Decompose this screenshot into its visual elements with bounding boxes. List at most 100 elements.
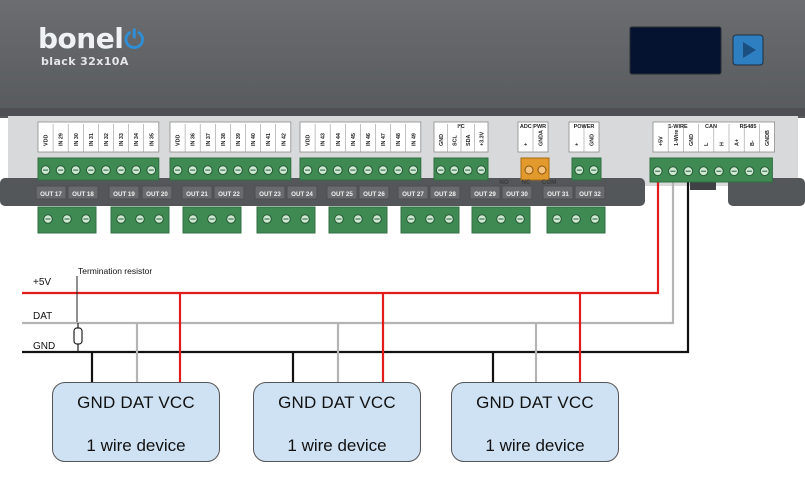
pin-label: VDD bbox=[306, 135, 312, 146]
pin-label: VDD bbox=[44, 135, 50, 146]
device-pins: GND DAT VCC bbox=[77, 393, 195, 412]
wire-dat bbox=[22, 175, 675, 325]
pin-label: IN 42 bbox=[281, 133, 287, 146]
pin-label: GND bbox=[590, 134, 596, 146]
pin-label: A+ bbox=[735, 139, 741, 146]
pin-label: GNDA bbox=[539, 130, 545, 146]
group-title: I²C bbox=[457, 123, 464, 130]
group-title: CAN bbox=[705, 124, 717, 130]
wire-gnd bbox=[22, 175, 690, 354]
device-name: 1 wire device bbox=[86, 436, 186, 455]
output-label: OUT 29 bbox=[474, 191, 496, 198]
device-name: 1 wire device bbox=[485, 436, 585, 455]
output-label: OUT 28 bbox=[434, 191, 456, 198]
screw bbox=[537, 165, 547, 175]
terminal-i2c bbox=[433, 157, 489, 181]
pin-label: IN 33 bbox=[119, 133, 125, 146]
output-label-box bbox=[469, 185, 501, 200]
group-title: POWER bbox=[574, 124, 595, 130]
pin-label: IN 47 bbox=[381, 133, 387, 146]
pin-label: + bbox=[524, 143, 530, 146]
pin-label: IN 37 bbox=[206, 133, 212, 146]
terminal-in36-42 bbox=[169, 157, 292, 181]
pin-label: +3.3V bbox=[479, 131, 485, 146]
group-title: ADC PWR bbox=[520, 124, 546, 130]
logo: bonel⏻ bbox=[38, 24, 144, 55]
output-label-box bbox=[108, 185, 140, 200]
pin-label: IN 32 bbox=[104, 133, 110, 146]
terminal-in29-35 bbox=[37, 157, 160, 181]
output-label-box bbox=[67, 185, 99, 200]
pin-label: IN 49 bbox=[411, 133, 417, 146]
pin-label: IN 48 bbox=[396, 133, 402, 146]
wire-5v bbox=[22, 175, 660, 295]
output-label: OUT 25 bbox=[331, 191, 353, 198]
model-label: black 32x10A bbox=[41, 55, 129, 68]
wire-label-5v: +5V bbox=[33, 277, 52, 288]
output-label: OUT 27 bbox=[402, 191, 424, 198]
pin-label: IN 31 bbox=[89, 133, 95, 146]
output-label: OUT 30 bbox=[506, 191, 528, 198]
pin-label: 1-Wire bbox=[674, 130, 680, 146]
output-label-box bbox=[501, 185, 533, 200]
pin-label: IN 29 bbox=[59, 133, 65, 146]
wire-label-gnd: GND bbox=[33, 341, 56, 352]
output-label-box bbox=[542, 185, 574, 200]
one-wire-device-1: GND DAT VCC 1 wire device bbox=[52, 382, 220, 462]
output-label: OUT 26 bbox=[363, 191, 385, 198]
output-label-box bbox=[213, 185, 245, 200]
pin-label: IN 41 bbox=[266, 133, 272, 146]
pin-label: L bbox=[704, 142, 710, 146]
output-label: OUT 22 bbox=[218, 191, 240, 198]
output-label: OUT 32 bbox=[579, 191, 601, 198]
output-label: OUT 24 bbox=[291, 191, 313, 198]
pin-label: GND bbox=[439, 134, 445, 146]
terminal-in43-49 bbox=[299, 157, 422, 181]
output-label-box bbox=[286, 185, 318, 200]
screw bbox=[524, 165, 534, 175]
group-title: RS485 bbox=[740, 124, 757, 130]
output-label-box bbox=[358, 185, 390, 200]
output-label-box bbox=[397, 185, 429, 200]
output-label-box bbox=[574, 185, 606, 200]
termination-label: Termination resistor bbox=[78, 266, 153, 276]
logo-text: bonel bbox=[38, 22, 124, 55]
pin-label: SCL bbox=[452, 135, 458, 146]
output-label: OUT 31 bbox=[547, 191, 569, 198]
pin-label: IN 30 bbox=[74, 133, 80, 146]
group-title: 1-WIRE bbox=[668, 124, 688, 130]
output-label: OUT 23 bbox=[259, 191, 281, 198]
output-label-box bbox=[326, 185, 358, 200]
pin-label: GND bbox=[689, 134, 695, 146]
device-pins: GND DAT VCC bbox=[278, 393, 396, 412]
device-pins: GND DAT VCC bbox=[476, 393, 594, 412]
wire-label-dat: DAT bbox=[33, 311, 53, 322]
relay-label: NC bbox=[522, 179, 531, 186]
output-label: OUT 17 bbox=[40, 191, 62, 198]
output-label: OUT 21 bbox=[186, 191, 208, 198]
one-wire-device-3: GND DAT VCC 1 wire device bbox=[451, 382, 619, 462]
pin-label: IN 43 bbox=[321, 133, 327, 146]
pin-label: IN 44 bbox=[336, 133, 342, 146]
relay-label: NO bbox=[499, 179, 508, 186]
pin-label: +5V bbox=[659, 136, 665, 146]
pin-label: IN 36 bbox=[191, 133, 197, 146]
pin-label: VDD bbox=[176, 135, 182, 146]
power-icon: ⏻ bbox=[124, 25, 144, 54]
play-icon bbox=[743, 42, 756, 58]
relay-label: COM bbox=[542, 179, 556, 186]
output-label: OUT 18 bbox=[72, 191, 94, 198]
pin-label: IN 38 bbox=[221, 133, 227, 146]
device-name: 1 wire device bbox=[287, 436, 387, 455]
pin-label: IN 40 bbox=[251, 133, 257, 146]
output-label-box bbox=[254, 185, 286, 200]
pin-label: H bbox=[719, 142, 725, 146]
output-label-box bbox=[141, 185, 173, 200]
pin-label: SDA bbox=[466, 135, 472, 146]
output-label-box bbox=[181, 185, 213, 200]
pin-label: IN 45 bbox=[351, 133, 357, 146]
pin-label: B- bbox=[750, 140, 756, 146]
pin-label: + bbox=[575, 143, 581, 146]
